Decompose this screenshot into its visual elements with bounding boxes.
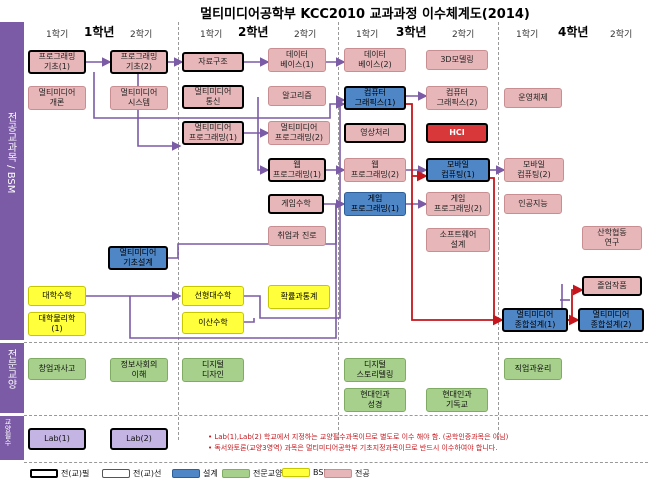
- year-label-2: 2학년: [238, 25, 269, 39]
- course-db2[interactable]: 데이터 베이스(2): [344, 48, 406, 72]
- course-capstone[interactable]: 졸업작품: [582, 276, 642, 296]
- year-label-4: 4학년: [558, 25, 589, 39]
- semester-label: 1학기: [356, 30, 379, 40]
- semester-label: 2학기: [610, 30, 633, 40]
- course-imgproc[interactable]: 영상처리: [344, 123, 406, 143]
- course-coop[interactable]: 산학협동 연구: [582, 226, 642, 250]
- divider-year-1: [178, 22, 179, 440]
- course-web1[interactable]: 웹 프로그래밍(1): [268, 158, 326, 182]
- course-ethics[interactable]: 직업과윤리: [504, 358, 562, 380]
- course-story[interactable]: 디지털 스토리텔링: [344, 358, 406, 382]
- legend-design: 설계: [172, 468, 218, 479]
- course-infosoc[interactable]: 정보사회의 이해: [110, 358, 168, 382]
- course-lab1[interactable]: Lab(1): [28, 428, 86, 450]
- course-lab2[interactable]: Lab(2): [110, 428, 168, 450]
- course-phys[interactable]: 대학물리학 (1): [28, 312, 86, 336]
- course-modern2[interactable]: 현대인과 기독교: [426, 388, 488, 412]
- page-title: 멀티미디어공학부 KCC2010 교과과정 이수체계도(2014): [200, 7, 530, 22]
- side-label-major: 전공교과목 / BSM: [0, 22, 24, 340]
- course-mobile2[interactable]: 모바일 컴퓨팅(2): [504, 158, 564, 182]
- semester-label: 2학기: [294, 30, 317, 40]
- course-hci[interactable]: HCI: [426, 123, 488, 143]
- course-cg1[interactable]: 컴퓨터 그래픽스(1): [344, 86, 406, 110]
- semester-label: 1학기: [46, 30, 69, 40]
- legend-bsm: BSM: [282, 468, 330, 477]
- side-label-general: 전문교양: [0, 343, 24, 413]
- course-mmprog2[interactable]: 멀티미디어 프로그래밍(2): [268, 121, 330, 145]
- course-prog1[interactable]: 프로그래밍 기초(1): [28, 50, 86, 74]
- divider-year-2: [338, 22, 339, 440]
- note-line-1: • Lab(1),Lab(2) 학교에서 지정하는 교양필수과목이므로 별도로 …: [208, 433, 509, 441]
- divider-legend: [24, 462, 648, 463]
- semester-label: 2학기: [452, 30, 475, 40]
- note-line-2: • 독서와토론(교양3영역) 과목은 멀티미디어공학부 기초지정과목이므로 반드…: [208, 444, 498, 452]
- course-web2[interactable]: 웹 프로그래밍(2): [344, 158, 406, 182]
- course-algo[interactable]: 알고리즘: [268, 86, 326, 106]
- legend-elective: 전(교)선: [102, 468, 161, 479]
- side-label-lab: 교양필수: [0, 416, 24, 460]
- year-label-3: 3학년: [396, 25, 427, 39]
- divider-year-3: [498, 22, 499, 440]
- course-mmbasic[interactable]: 멀티미디어 기초설계: [108, 246, 168, 270]
- course-mmprog1[interactable]: 멀티미디어 프로그래밍(1): [182, 121, 244, 145]
- course-mmcomm[interactable]: 멀티미디어 통신: [182, 85, 244, 109]
- course-modern1[interactable]: 현대인과 성경: [344, 388, 406, 412]
- course-digdesign[interactable]: 디지털 디자인: [182, 358, 244, 382]
- legend-required: 전(교)필: [30, 468, 89, 479]
- course-ds[interactable]: 자료구조: [182, 52, 244, 72]
- course-model3d[interactable]: 3D모델링: [426, 50, 488, 70]
- course-mmintro[interactable]: 멀티미디어 개론: [28, 86, 86, 110]
- course-calc[interactable]: 대학수학: [28, 286, 86, 306]
- legend-major: 전공: [324, 468, 370, 479]
- divider-general: [24, 342, 648, 343]
- course-mmsys[interactable]: 멀티미디어 시스템: [110, 86, 168, 110]
- semester-label: 2학기: [130, 30, 153, 40]
- course-mobile1[interactable]: 모바일 컴퓨팅(1): [426, 158, 490, 182]
- course-discrete[interactable]: 이산수학: [182, 312, 244, 334]
- course-swdesign[interactable]: 소프트웨어 설계: [426, 228, 490, 252]
- course-prog2[interactable]: 프로그래밍 기초(2): [110, 50, 168, 74]
- semester-label: 1학기: [516, 30, 539, 40]
- semester-label: 1학기: [200, 30, 223, 40]
- course-cg2[interactable]: 컴퓨터 그래픽스(2): [426, 86, 488, 110]
- course-mmdesign1[interactable]: 멀티미디어 종합설계(1): [502, 308, 568, 332]
- course-gameprog2[interactable]: 게임 프로그래밍(2): [426, 192, 490, 216]
- course-db1[interactable]: 데이터 베이스(1): [268, 48, 326, 72]
- course-career[interactable]: 취업과 진로: [268, 226, 326, 246]
- course-ai[interactable]: 인공지능: [504, 194, 562, 214]
- course-linalg[interactable]: 선형대수학: [182, 286, 244, 306]
- course-gameprog1[interactable]: 게임 프로그래밍(1): [344, 192, 406, 216]
- course-gamemath[interactable]: 게임수학: [268, 194, 324, 214]
- course-mmdesign2[interactable]: 멀티미디어 종합설계(2): [578, 308, 644, 332]
- course-os[interactable]: 운영체제: [504, 88, 562, 108]
- course-prob[interactable]: 확률과통계: [268, 285, 330, 309]
- year-label-1: 1학년: [84, 25, 115, 39]
- course-startup[interactable]: 창업과사고: [28, 358, 86, 380]
- divider-lab: [24, 415, 648, 416]
- legend-general: 전문교양: [222, 468, 282, 479]
